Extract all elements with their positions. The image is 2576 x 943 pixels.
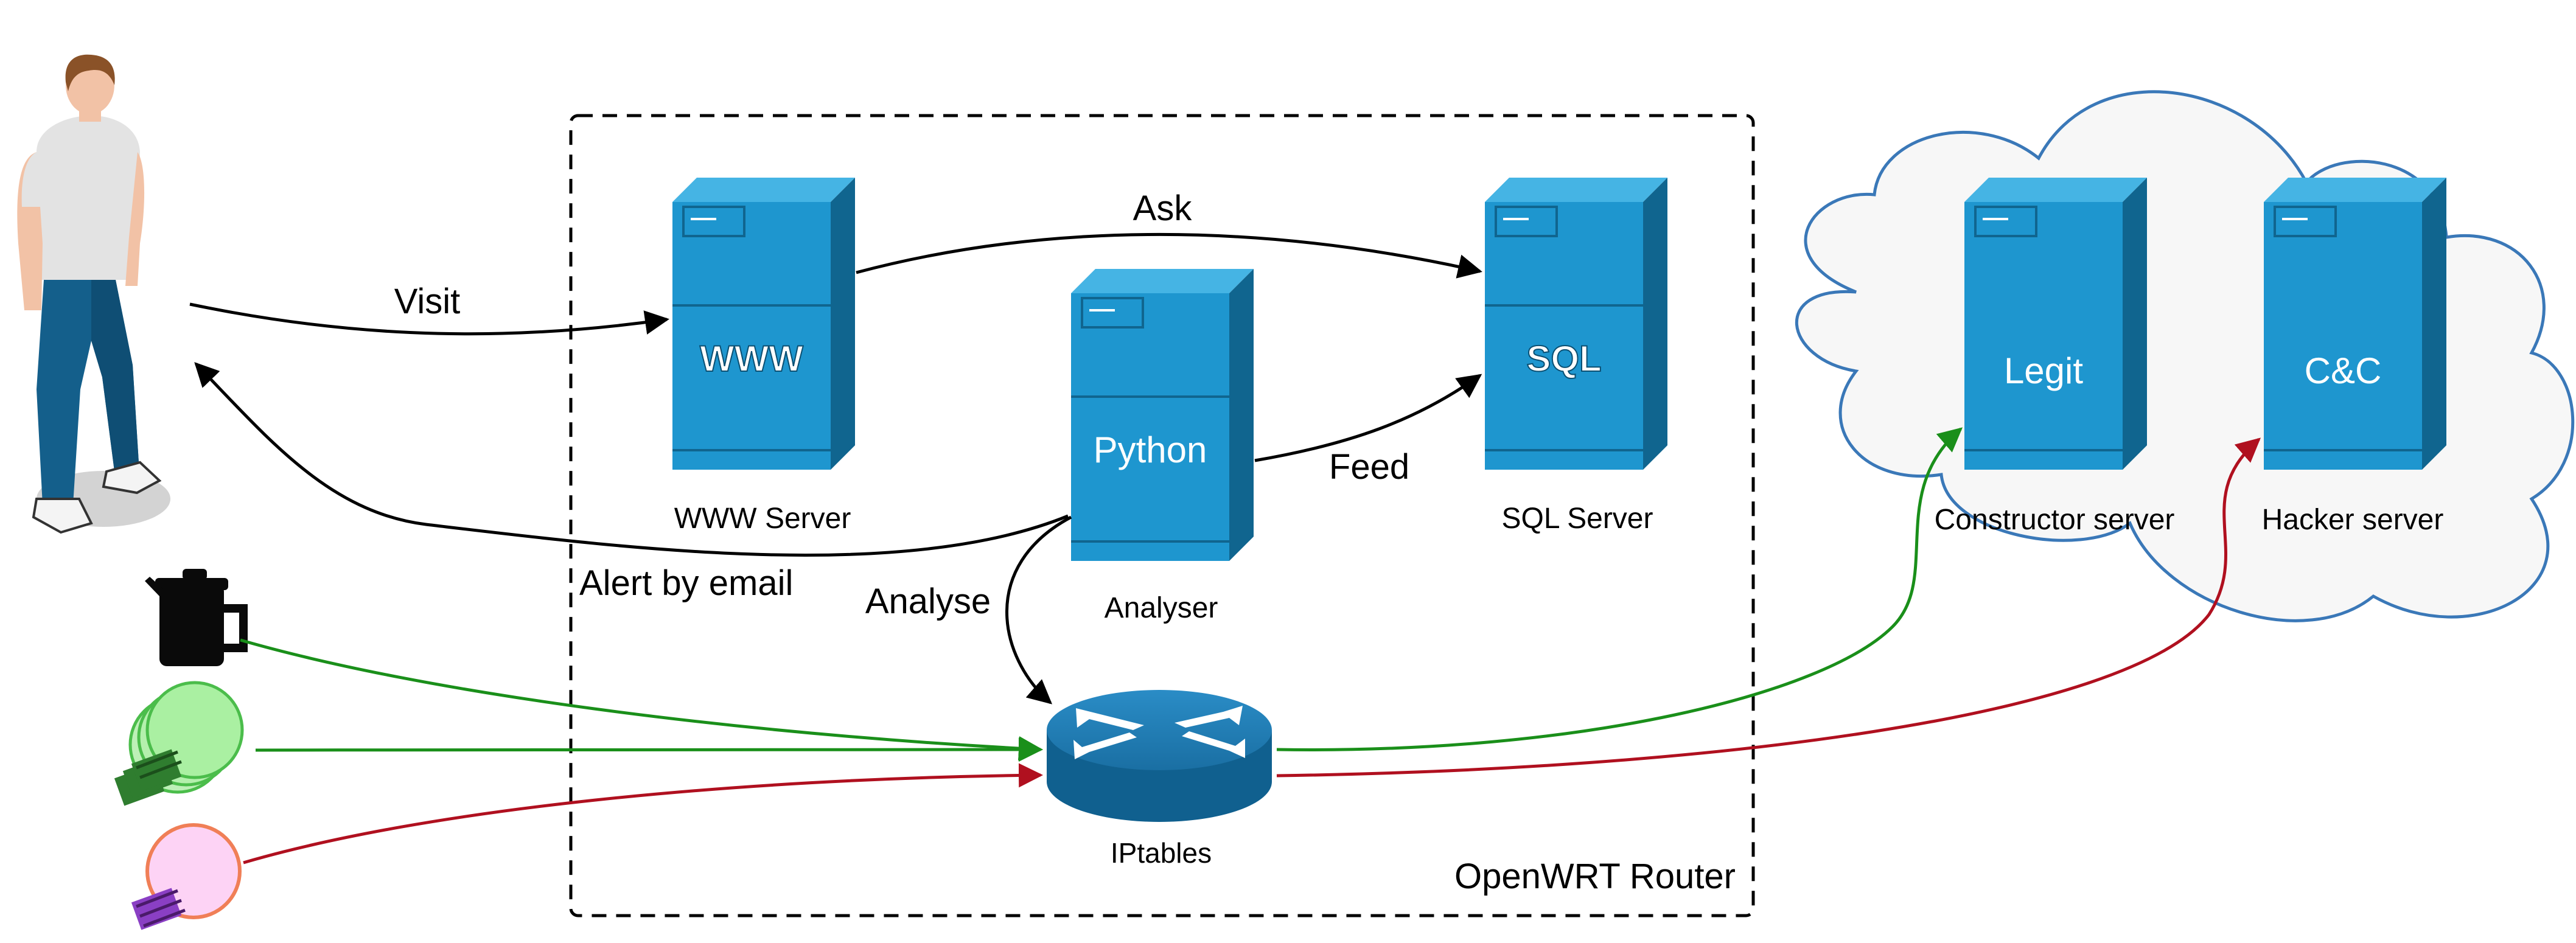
cc-server: C&C [2264,178,2446,470]
feed-label: Feed [1329,447,1409,487]
router-to-legit-flow [1276,427,1963,751]
python-server-label: Python [1094,430,1207,470]
cc-server-label: C&C [2305,350,2382,391]
kettle-to-router-flow [240,638,1043,761]
openwrt-router-boundary [569,114,1755,917]
python-analyser: Python [1071,269,1254,561]
analyse-label: Analyse [865,582,991,621]
visit-label: Visit [394,282,461,321]
ask-arrow [856,232,1482,279]
legit-server-label: Legit [2004,350,2083,391]
sql-server-caption: SQL Server [1502,503,1653,535]
alert-by-email-label: Alert by email [579,563,793,603]
smart-bulb-pink-icon [131,823,242,930]
visit-arrow [189,302,669,336]
iptables-caption: IPtables [1111,837,1212,869]
sql-server: SQL [1485,178,1667,470]
person-icon [17,54,170,534]
feed-arrow [1254,374,1482,462]
router-icon [1047,690,1272,822]
www-server: WWW [672,178,855,470]
ask-label: Ask [1133,189,1193,228]
alert-by-email-arrow [194,362,1069,557]
constructor-server-caption: Constructor server [1935,504,2175,536]
router-to-cc-flow [1276,437,2261,778]
www-server-caption: WWW Server [674,503,851,535]
legit-server: Legit [1964,178,2147,470]
sql-server-label: SQL [1526,338,1601,379]
cloud-icon [1795,90,2575,622]
openwrt-router-label: OpenWRT Router [1454,857,1736,896]
smart-bulb-green-icon [114,681,244,806]
hacker-server-caption: Hacker server [2262,504,2444,536]
analyse-arrow [1005,515,1072,705]
pink-bulb-to-router-flow [243,763,1043,865]
www-server-label: WWW [700,338,803,379]
kettle-icon [145,569,248,666]
analyser-caption: Analyser [1105,592,1218,624]
